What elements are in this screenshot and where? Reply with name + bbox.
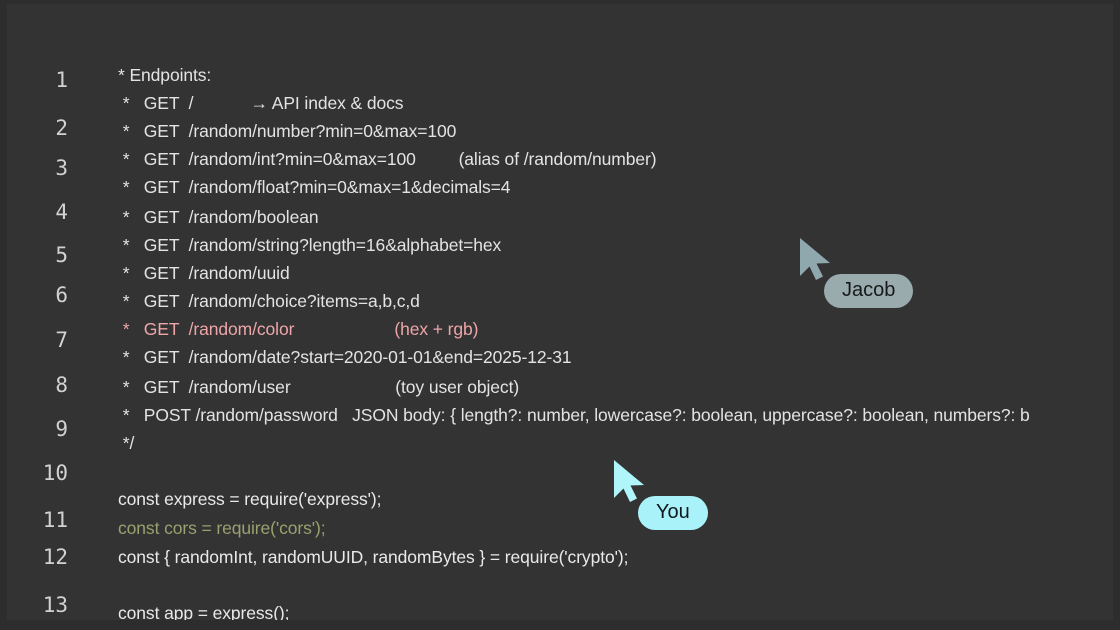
code-line[interactable]: const express = require('express'); xyxy=(118,489,382,509)
code-line[interactable]: * GET /random/user (toy user object) xyxy=(118,377,520,397)
line-number: 11 xyxy=(42,508,68,532)
line-number: 9 xyxy=(55,417,68,441)
code-line[interactable]: * GET /random/int?min=0&max=100 (alias o… xyxy=(118,149,657,169)
code-line[interactable]: * GET /random/date?start=2020-01-01&end=… xyxy=(118,347,572,367)
line-number: 13 xyxy=(42,593,68,617)
line-number: 10 xyxy=(42,461,68,485)
code-line[interactable]: * GET /random/boolean xyxy=(118,207,319,227)
collaborator-name-label-you: You xyxy=(638,496,708,530)
cursor-arrow-icon xyxy=(614,460,644,502)
line-number: 8 xyxy=(55,373,68,397)
code-line[interactable]: * GET /random/float?min=0&max=1&decimals… xyxy=(118,177,511,197)
code-line[interactable]: * Endpoints: xyxy=(118,65,212,85)
line-number: 4 xyxy=(55,200,68,224)
line-number: 6 xyxy=(55,283,68,307)
line-number: 12 xyxy=(42,545,68,569)
code-line[interactable]: const cors = require('cors'); xyxy=(118,518,326,538)
code-line[interactable]: const app = express(); xyxy=(118,603,290,623)
code-line[interactable]: * GET /random/number?min=0&max=100 xyxy=(118,121,457,141)
line-number: 2 xyxy=(55,116,68,140)
line-number: 1 xyxy=(55,68,68,92)
code-line[interactable]: * GET / → API index & docs xyxy=(118,93,404,113)
cursor-arrow-icon xyxy=(800,238,830,280)
code-line[interactable]: * GET /random/choice?items=a,b,c,d xyxy=(118,291,420,311)
code-line[interactable]: * GET /random/uuid xyxy=(118,263,290,283)
line-number: 3 xyxy=(55,156,68,180)
code-line[interactable]: const { randomInt, randomUUID, randomByt… xyxy=(118,547,629,567)
line-number: 7 xyxy=(55,328,68,352)
code-line[interactable]: */ xyxy=(118,433,135,453)
code-line[interactable]: * POST /random/password JSON body: { len… xyxy=(118,405,1030,425)
collaborator-name-label-jacob: Jacob xyxy=(824,274,914,308)
code-text-area[interactable]: * Endpoints: * GET / → API index & docs … xyxy=(118,0,1120,630)
line-number: 5 xyxy=(55,243,68,267)
code-line[interactable]: * GET /random/color (hex + rgb) xyxy=(118,319,479,339)
code-line[interactable]: * GET /random/string?length=16&alphabet=… xyxy=(118,235,502,255)
